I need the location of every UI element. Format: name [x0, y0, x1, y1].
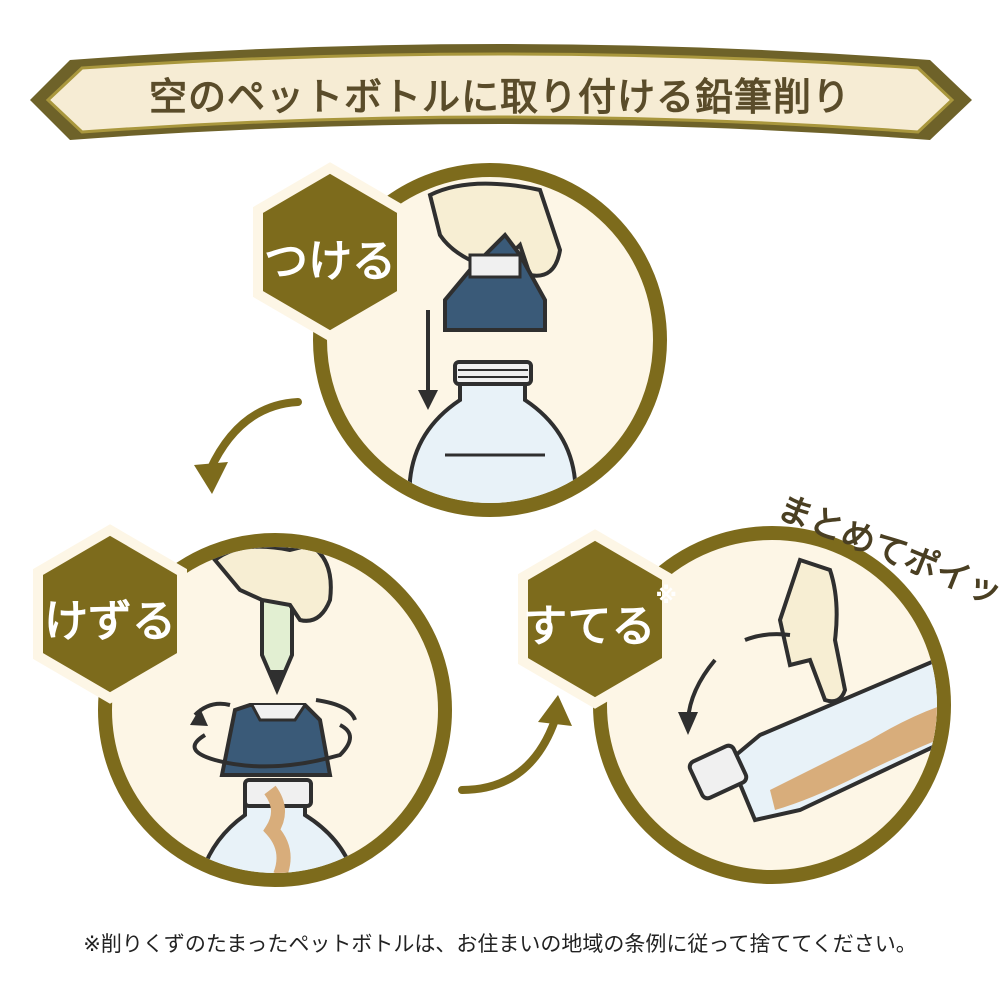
- bottle-icon: [197, 778, 358, 873]
- sharpener-icon: [219, 703, 333, 777]
- flow-arrow-sharpen-to-dispose: [458, 695, 572, 794]
- banner-title: 空のペットボトルに取り付ける鉛筆削り: [148, 75, 851, 119]
- step-sharpen-scene: [33, 524, 452, 887]
- step-sharpen-hex: [33, 524, 187, 704]
- step-attach-label: つける: [255, 225, 405, 289]
- flow-arrow-attach-to-sharpen: [194, 398, 302, 494]
- arrow-icon: [418, 310, 438, 410]
- hand-icon: [212, 547, 333, 623]
- note-mark: ※: [655, 584, 677, 609]
- step-sharpen-label: けずる: [35, 585, 185, 649]
- step-dispose-hex: [518, 529, 672, 709]
- step-dispose-text: すてる: [523, 601, 656, 652]
- bottle-icon: [408, 360, 577, 503]
- hand-icon: [777, 557, 848, 704]
- title-banner: [30, 44, 972, 140]
- step-attach-scene: [253, 162, 667, 517]
- step-attach-hex: [253, 162, 407, 342]
- footnote: ※削りくずのたまったペットボトルは、お住まいの地域の条例に従って捨ててください。: [83, 932, 917, 956]
- step-dispose-label: すてる※: [520, 584, 680, 654]
- bottle-icon: [687, 647, 937, 823]
- step-sharpen-text: けずる: [44, 596, 176, 647]
- step-attach-text: つける: [264, 236, 396, 287]
- step-dispose-scene: [518, 526, 951, 884]
- rotate-icon: [190, 698, 357, 769]
- arrow-icon: [678, 632, 791, 735]
- sharpener-icon: [443, 231, 547, 332]
